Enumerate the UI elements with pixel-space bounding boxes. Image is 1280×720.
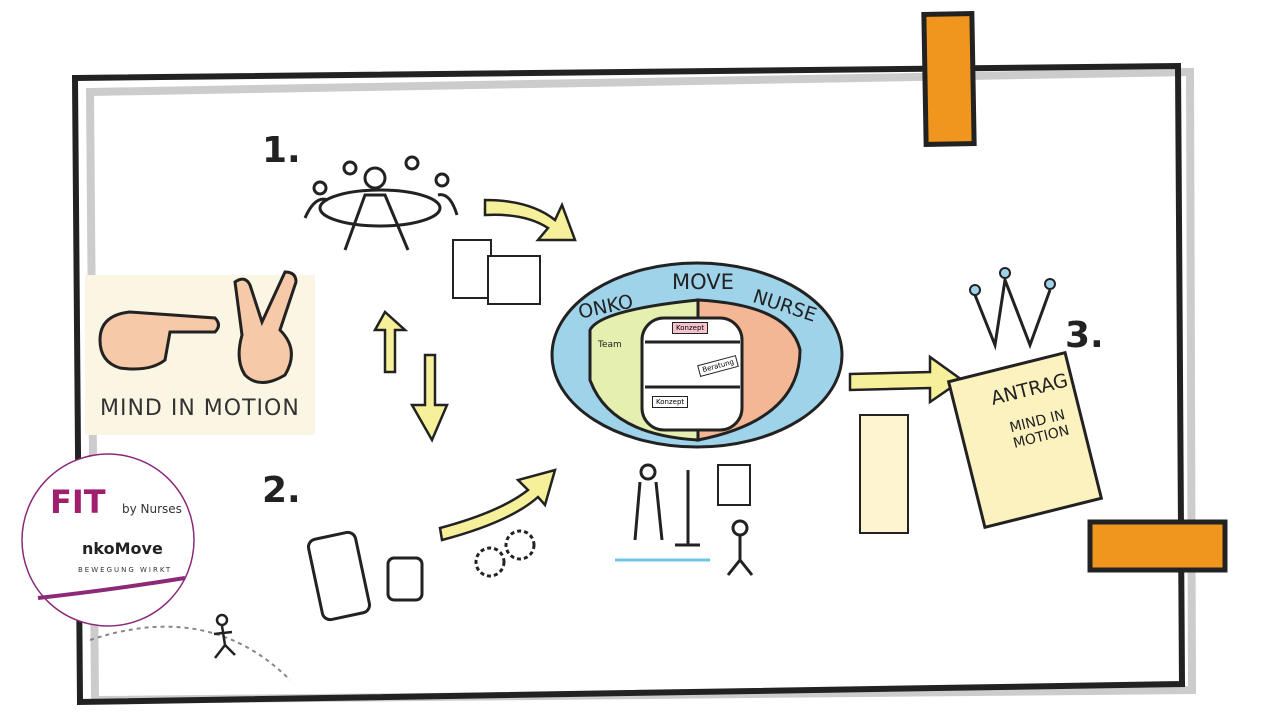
victory-hand-icon [233,270,298,384]
logo-tagline: BEWEGUNG WIRKT [78,566,173,574]
step-1-label: 1. [262,130,301,171]
note-figure [717,464,751,506]
logo-fit: FIT [50,483,106,521]
logo-onkomove: nkoMove [82,539,163,558]
tape-top [921,11,977,147]
oval-word-move: MOVE [672,270,734,294]
step-2-label: 2. [262,470,301,511]
card-konzept-top: Konzept [672,322,709,334]
onko-move-nurse-diagram [550,261,844,449]
gear-icon [504,529,536,561]
arrow-to-center-1 [483,198,577,242]
gear-icon [474,546,506,578]
smartphone-icon [306,530,372,622]
runner-icon [213,613,236,659]
team-icon [303,155,459,251]
patient-walking-icon [633,463,754,576]
team-label: Team [598,340,622,350]
smartwatch-icon [386,556,424,602]
step-3-label: 3. [1065,315,1104,356]
tape-right [1087,519,1228,573]
crown-icon [973,274,1052,351]
note-exercise [452,239,492,299]
logo-by-nurses: by Nurses [122,502,182,516]
arrow-to-center-2 [438,468,557,542]
arrow-up [372,310,409,374]
pointing-hand-icon [98,310,220,371]
trail-path [89,625,291,681]
note-hands [487,255,541,305]
mind-in-motion-caption: MIND IN MOTION [100,396,300,421]
note-idea [859,414,909,534]
card-konzept-bottom: Konzept [652,396,689,408]
arrow-to-antrag [848,354,965,405]
arrow-down [409,353,449,443]
antrag-document [946,350,1104,530]
